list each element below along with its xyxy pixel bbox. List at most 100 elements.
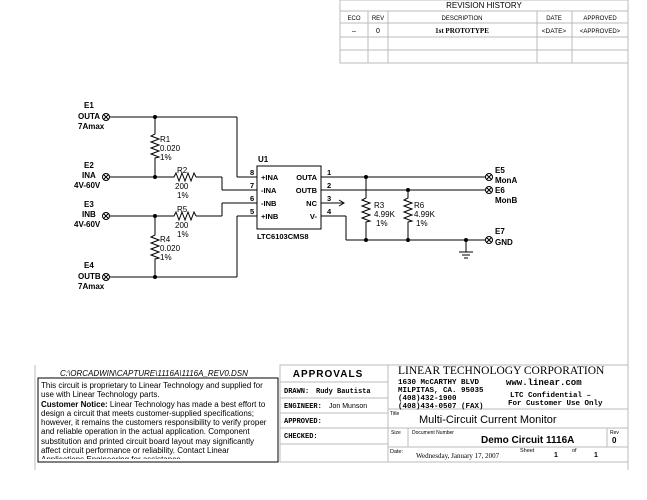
- junction-dot: [406, 188, 410, 192]
- col-header-rev: REV: [372, 16, 384, 22]
- website-link[interactable]: www.linear.com: [506, 378, 582, 388]
- ic-pin-num-2: 2: [327, 181, 331, 190]
- phone-number: (408)432-1900: [398, 395, 457, 403]
- resistor-r4[interactable]: [149, 233, 161, 261]
- ic-pin-num-7: 7: [250, 181, 254, 190]
- r2-value: 200: [175, 182, 189, 191]
- r6-ref: R6: [414, 201, 425, 210]
- terminal-e4-icon[interactable]: [102, 273, 110, 281]
- r3-ref: R3: [374, 201, 385, 210]
- confidential-line-2: For Customer Use Only: [508, 400, 603, 408]
- r5-tolerance: 1%: [177, 230, 189, 239]
- drawing-title: Multi-Circuit Current Monitor: [419, 414, 557, 426]
- r6-tolerance: 1%: [416, 219, 428, 228]
- terminal-e3-icon[interactable]: [102, 212, 110, 220]
- document-number: Demo Circuit 1116A: [481, 435, 574, 446]
- e3-ref: E3: [84, 200, 94, 209]
- ic-pin-label-2: OUTB: [296, 186, 318, 195]
- e4-name: OUTB: [78, 272, 101, 281]
- row-date: <DATE>: [542, 28, 567, 35]
- approvals-block: [279, 364, 389, 463]
- notice-body: Linear Technology has made a best effort…: [41, 399, 267, 459]
- r5-value: 200: [175, 221, 189, 230]
- address-line-2: MILPITAS, CA. 95035: [398, 387, 484, 395]
- date-label: Date:: [390, 449, 404, 455]
- resistor-r1[interactable]: [149, 132, 161, 160]
- notice-box: [37, 377, 279, 463]
- row-eco: –: [352, 28, 356, 35]
- ic-pin-label-8: +INA: [261, 173, 279, 182]
- r1-tolerance: 1%: [160, 153, 172, 162]
- ic-part-number: LTC6103CMS8: [257, 232, 309, 241]
- resistor-r2[interactable]: [172, 171, 197, 183]
- ic-u1[interactable]: [256, 165, 322, 230]
- nc-arrow-icon: [338, 199, 345, 207]
- checked-label: CHECKED:: [284, 433, 318, 441]
- date-value: Wednesday, January 17, 2007: [416, 452, 500, 460]
- e4-ref: E4: [84, 261, 94, 270]
- ic-pin-label-5: +INB: [261, 212, 279, 221]
- title-label: Title: [390, 411, 399, 417]
- e2-name: INA: [82, 171, 96, 180]
- terminal-e6-icon[interactable]: [485, 186, 493, 194]
- e2-rating: 4V-60V: [74, 181, 101, 190]
- rev-label: Rev: [610, 430, 619, 436]
- junction-dot: [364, 175, 368, 179]
- junction-dot: [464, 238, 468, 242]
- e4-rating: 7Amax: [78, 282, 105, 291]
- document-number-label: Document Number: [412, 430, 454, 436]
- resistor-r3[interactable]: [360, 196, 372, 228]
- r4-value: 0.020: [160, 244, 181, 253]
- rev-value: 0: [612, 436, 617, 445]
- sheet-total: 1: [594, 452, 598, 459]
- sheet-number: 1: [554, 452, 558, 459]
- junction-dots: [153, 115, 468, 279]
- junction-dot: [364, 238, 368, 242]
- r6-value: 4.99K: [414, 210, 436, 219]
- confidential-line-1: LTC Confidential –: [510, 392, 591, 400]
- notice-line-1: This circuit is proprietary to Linear Te…: [41, 381, 263, 400]
- engineer-value: Jon Munson: [329, 403, 367, 410]
- size-label: Size: [391, 430, 401, 436]
- ic-pin-num-6: 6: [250, 194, 254, 203]
- row-approved: <APPROVED>: [580, 29, 621, 35]
- resistor-r6[interactable]: [402, 196, 414, 228]
- r3-value: 4.99K: [374, 210, 396, 219]
- junction-dot: [153, 115, 157, 119]
- fax-number: (408)434-0507 (FAX): [398, 403, 484, 411]
- terminal-e2-icon[interactable]: [102, 173, 110, 181]
- r3-tolerance: 1%: [376, 219, 388, 228]
- e7-name: GND: [495, 238, 513, 247]
- col-header-approved: APPROVED: [583, 16, 617, 22]
- terminal-e5-icon[interactable]: [485, 173, 493, 181]
- r1-value: 0.020: [160, 144, 181, 153]
- ic-pin-label-7: -INA: [261, 186, 277, 195]
- e6-ref: E6: [495, 186, 505, 195]
- e6-name: MonB: [495, 196, 517, 205]
- approvals-title: APPROVALS: [293, 369, 364, 380]
- e7-ref: E7: [495, 227, 505, 236]
- drawn-value: Rudy Bautista: [316, 388, 371, 396]
- junction-dot: [153, 214, 157, 218]
- row-description: 1st PROTOTYPE: [435, 27, 489, 35]
- approved-label: APPROVED:: [284, 418, 322, 426]
- ic-pin-num-4: 4: [327, 207, 332, 216]
- r2-ref: R2: [177, 166, 188, 175]
- ic-pin-num-5: 5: [250, 207, 254, 216]
- terminal-e1-icon[interactable]: [102, 113, 110, 121]
- r2-tolerance: 1%: [177, 191, 189, 200]
- ground-symbol: [459, 251, 473, 259]
- col-header-eco: ECO: [347, 16, 360, 22]
- engineer-label: ENGINEER:: [284, 403, 322, 411]
- notice-label: Customer Notice:: [41, 399, 108, 409]
- ic-pin-num-8: 8: [250, 168, 254, 177]
- revision-history-title: REVISION HISTORY: [446, 1, 522, 10]
- e5-ref: E5: [495, 166, 505, 175]
- terminal-e7-icon[interactable]: [485, 236, 493, 244]
- col-header-date: DATE: [546, 16, 562, 22]
- junction-dot: [153, 175, 157, 179]
- wires: [110, 116, 486, 278]
- resistor-r5[interactable]: [172, 210, 197, 222]
- revision-history-table: REVISION HISTORY ECO REV DESCRIPTION DAT…: [339, 0, 629, 64]
- r1-ref: R1: [160, 135, 171, 144]
